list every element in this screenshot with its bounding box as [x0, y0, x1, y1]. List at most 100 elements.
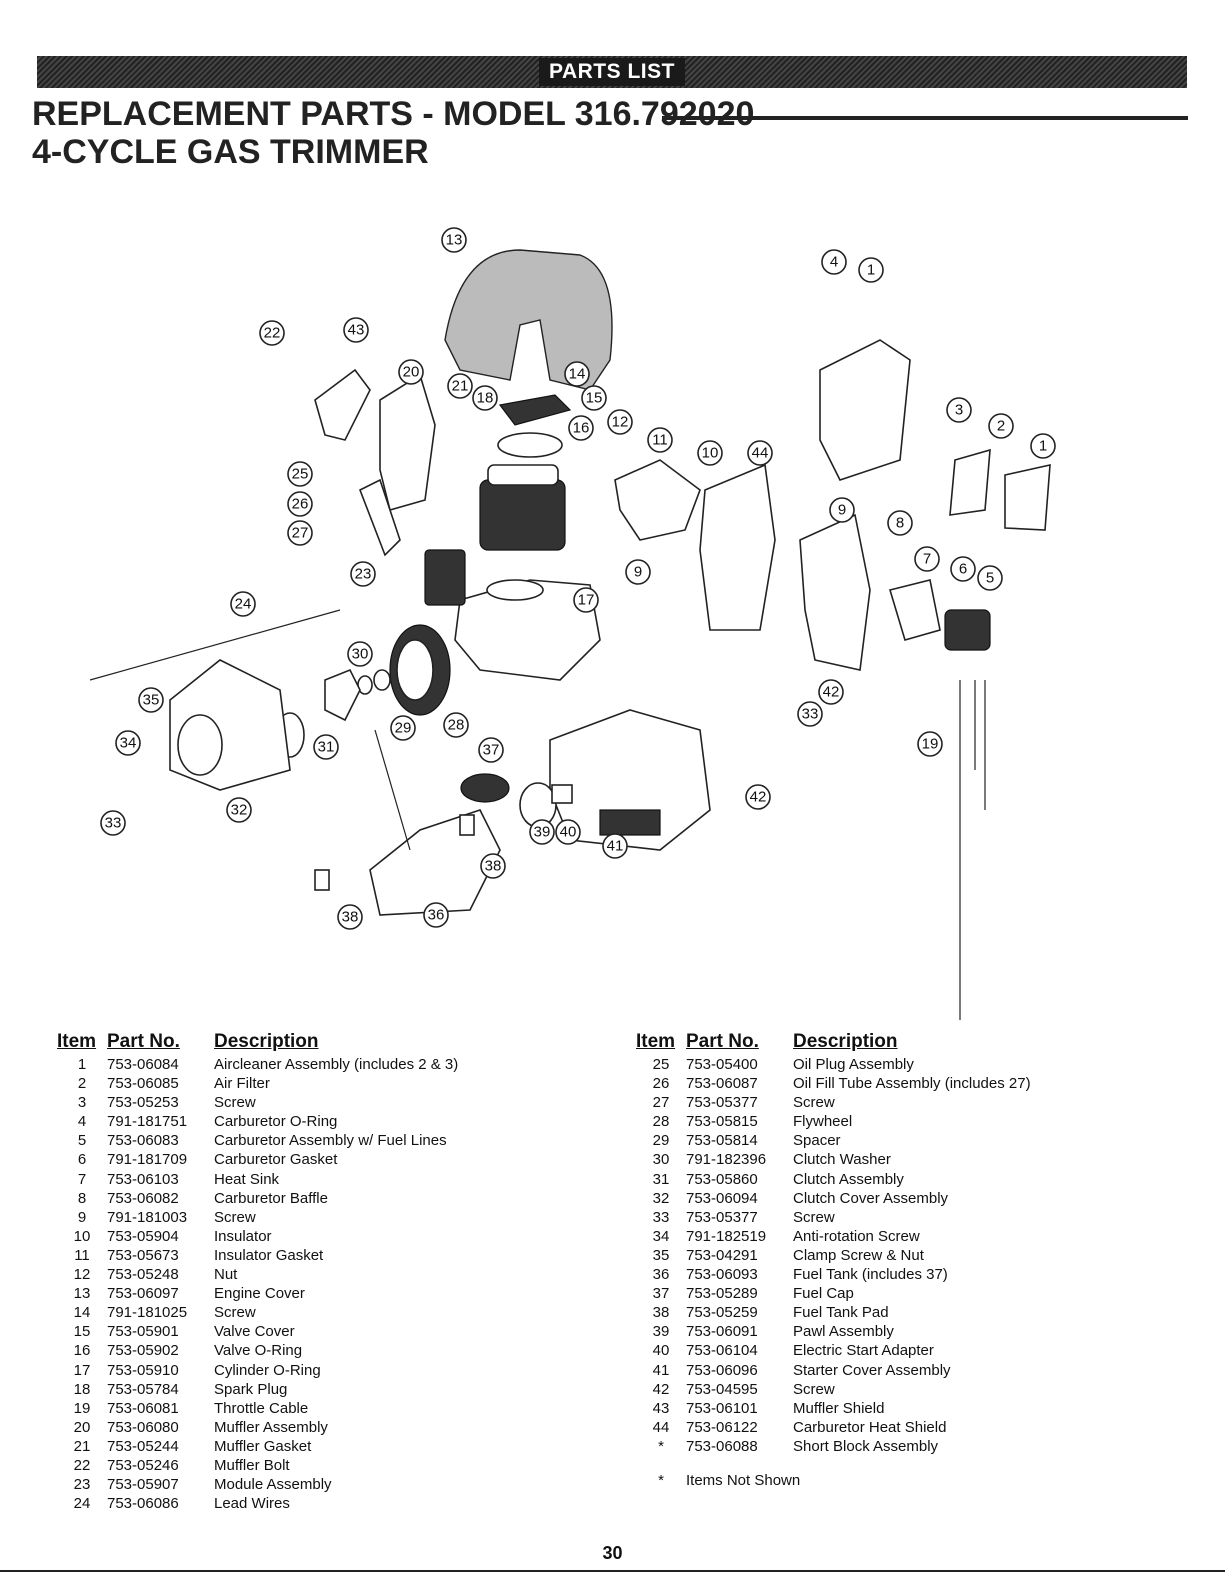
- part-description: Screw: [793, 1094, 835, 1112]
- part-description: Flywheel: [793, 1113, 853, 1131]
- part-number: 791-181709: [107, 1151, 188, 1169]
- header-part-no: Part No.: [686, 1031, 759, 1052]
- part-number: 753-05901: [107, 1323, 179, 1341]
- callout: 14: [564, 361, 590, 387]
- svg-text:18: 18: [477, 390, 494, 407]
- table-header: Item Part No. Description: [636, 1031, 1153, 1055]
- part-number: 753-05246: [107, 1456, 179, 1474]
- muffler-drawing: [379, 373, 436, 511]
- svg-text:10: 10: [702, 445, 719, 462]
- part-number: 753-05400: [686, 1056, 758, 1073]
- callout: 3: [946, 397, 972, 423]
- item-number: 24: [73, 1495, 91, 1513]
- item-number: 43: [652, 1399, 670, 1417]
- part-number: 753-06088: [686, 1437, 758, 1455]
- svg-text:9: 9: [838, 502, 846, 519]
- header-part-no: Part No.: [107, 1031, 180, 1052]
- callout: 40: [555, 819, 581, 845]
- part-description: Aircleaner Assembly (includes 2 & 3): [214, 1056, 459, 1073]
- item-number: 34: [652, 1227, 670, 1245]
- part-description: Clutch Assembly: [793, 1170, 904, 1188]
- svg-text:2: 2: [997, 418, 1005, 435]
- throttle-cable-drawing: [959, 680, 986, 1020]
- svg-text:14: 14: [569, 366, 586, 383]
- svg-text:41: 41: [607, 838, 624, 855]
- callout: 33: [100, 810, 126, 836]
- callout: 37: [478, 737, 504, 763]
- callout: 32: [226, 797, 252, 823]
- clutch-drawing: [324, 668, 361, 722]
- part-description: Oil Fill Tube Assembly (includes 27): [793, 1075, 1031, 1093]
- header-item: Item: [57, 1031, 97, 1052]
- part-description: Muffler Bolt: [214, 1456, 290, 1474]
- callouts: 13 22 43 20 21 18 14 15 16 12 11 10 44 4…: [100, 227, 1056, 930]
- crankcase-drawing: [454, 579, 601, 681]
- item-number: 35: [652, 1246, 670, 1264]
- part-number: 753-05860: [686, 1170, 758, 1188]
- part-number: 791-181751: [107, 1113, 188, 1131]
- callout: 20: [398, 359, 424, 385]
- part-description: Valve Cover: [214, 1323, 295, 1341]
- callout: 29: [390, 715, 416, 741]
- part-number: 753-06091: [686, 1323, 758, 1341]
- item-number: 3: [77, 1094, 87, 1112]
- fuel-cap-drawing: [460, 773, 510, 803]
- part-description: Oil Plug Assembly: [793, 1056, 914, 1073]
- svg-text:42: 42: [823, 684, 840, 701]
- part-description: Clamp Screw & Nut: [793, 1246, 924, 1264]
- part-description: Electric Start Adapter: [793, 1342, 934, 1360]
- item-number: 6: [77, 1151, 87, 1169]
- part-number: 753-04291: [686, 1246, 758, 1264]
- part-description: Clutch Washer: [793, 1151, 891, 1169]
- callout: 15: [581, 385, 607, 411]
- svg-text:34: 34: [120, 735, 137, 752]
- svg-text:6: 6: [959, 561, 967, 578]
- baffle-drawing: [799, 513, 871, 671]
- svg-text:42: 42: [750, 789, 767, 806]
- aircleaner-drawing: [819, 339, 911, 481]
- part-number: 753-04595: [686, 1380, 758, 1398]
- part-description: Short Block Assembly: [793, 1437, 939, 1455]
- header-description: Description: [793, 1031, 898, 1052]
- item-number: 29: [652, 1132, 670, 1150]
- item-number: 11: [74, 1246, 90, 1264]
- part-number: 753-05248: [107, 1266, 179, 1284]
- svg-text:29: 29: [395, 720, 412, 737]
- part-number: 753-05377: [686, 1094, 758, 1112]
- part-number: 753-06080: [107, 1418, 179, 1436]
- callout: 8: [887, 510, 913, 536]
- svg-text:44: 44: [752, 445, 769, 462]
- callout: 43: [343, 317, 369, 343]
- part-number: 753-06081: [107, 1399, 179, 1417]
- callout: 24: [230, 591, 256, 617]
- part-description: Carburetor Assembly w/ Fuel Lines: [214, 1132, 447, 1150]
- part-description: Valve O-Ring: [214, 1342, 303, 1360]
- part-number: 753-06087: [686, 1075, 758, 1093]
- part-description: Engine Cover: [214, 1285, 305, 1303]
- part-number: 753-05907: [107, 1476, 179, 1494]
- callout: 1: [1030, 433, 1056, 459]
- item-number: 26: [652, 1075, 670, 1093]
- callout: 17: [573, 587, 599, 613]
- svg-text:21: 21: [452, 378, 469, 395]
- svg-text:3: 3: [955, 402, 963, 419]
